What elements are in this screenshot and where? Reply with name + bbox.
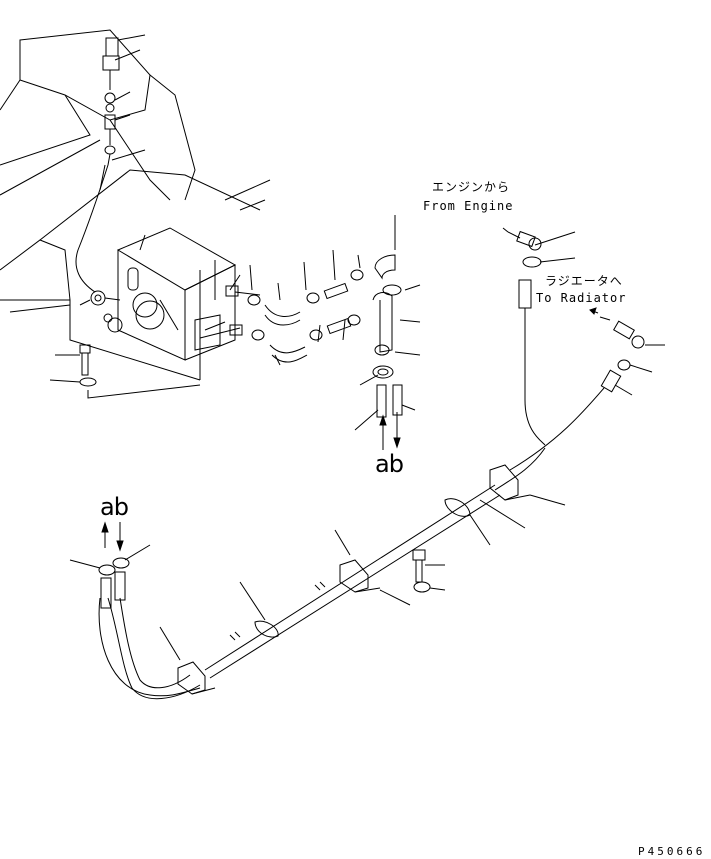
to-radiator-label-en: To Radiator: [536, 291, 627, 305]
to-radiator-label-jp: ラジエータへ: [545, 274, 623, 288]
left-pipe-ends: [69, 521, 151, 609]
ab-label-lower: ab: [100, 493, 129, 521]
ab-label-upper: ab: [375, 450, 404, 478]
main-pipe: [98, 447, 546, 700]
flow-arrows: [502, 227, 599, 315]
pipe-clamps: [159, 464, 566, 695]
heater-fittings: [79, 290, 123, 333]
bolt-left: [9, 304, 201, 399]
water-valve-cable: [75, 34, 146, 293]
engine-radiator-fittings: [507, 230, 665, 471]
drawing-code: P450666: [638, 845, 706, 858]
from-engine-label-jp: エンジンから: [432, 180, 511, 194]
heater-unit: [116, 227, 241, 361]
heater-hoses: [199, 215, 421, 431]
cab-structure: [0, 29, 271, 381]
bolt-right: [379, 549, 446, 606]
ab-arrows-upper: [379, 412, 401, 450]
from-engine-label-en: From Engine: [423, 199, 514, 213]
